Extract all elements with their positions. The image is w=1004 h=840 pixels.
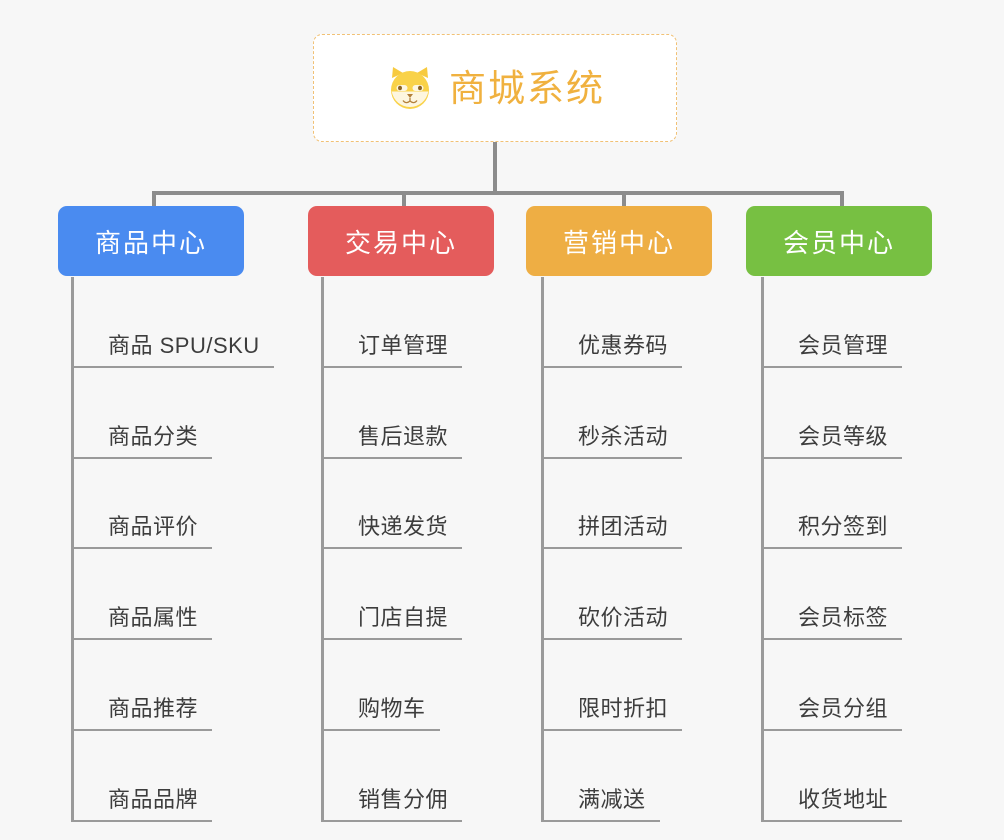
list-item[interactable]: 商品属性 [71, 549, 286, 641]
category-header-1[interactable]: 商品中心 [58, 206, 244, 276]
leaf-label: 商品分类 [71, 424, 213, 459]
category-label: 交易中心 [344, 227, 457, 258]
list-item[interactable]: 商品评价 [71, 459, 286, 550]
category-column-3: 优惠券码 秒杀活动 拼团活动 砍价活动 限时折扣 满减送 [541, 277, 721, 822]
list-item[interactable]: 优惠券码 [541, 277, 721, 368]
leaf-label: 积分签到 [761, 515, 903, 550]
list-item[interactable]: 会员等级 [761, 368, 941, 459]
leaf-label: 购物车 [321, 697, 440, 732]
category-header-4[interactable]: 会员中心 [746, 206, 932, 276]
category-label: 商品中心 [94, 227, 207, 258]
list-item[interactable]: 商品推荐 [71, 640, 286, 732]
list-item[interactable]: 快递发货 [321, 459, 501, 550]
root-title: 商城系统 [449, 67, 605, 109]
leaf-label: 商品属性 [71, 606, 213, 641]
list-item[interactable]: 商品分类 [71, 368, 286, 459]
column-spine [321, 277, 324, 822]
leaf-label: 秒杀活动 [541, 424, 683, 459]
column-spine [761, 277, 764, 822]
category-label: 会员中心 [782, 227, 895, 258]
leaf-label: 优惠券码 [541, 334, 683, 368]
list-item[interactable]: 会员标签 [761, 549, 941, 641]
list-item[interactable]: 拼团活动 [541, 459, 721, 550]
list-item[interactable]: 会员分组 [761, 640, 941, 732]
category-column-4: 会员管理 会员等级 积分签到 会员标签 会员分组 收货地址 [761, 277, 941, 822]
column-spine [71, 277, 74, 822]
leaf-label: 商品 SPU/SKU [71, 334, 274, 368]
leaf-label: 商品评价 [71, 515, 213, 550]
list-item[interactable]: 限时折扣 [541, 640, 721, 732]
leaf-label: 售后退款 [321, 424, 463, 459]
leaf-label: 门店自提 [321, 606, 463, 641]
list-item[interactable]: 销售分佣 [321, 731, 501, 822]
connector-bus [152, 191, 844, 195]
category-column-2: 订单管理 售后退款 快递发货 门店自提 购物车 销售分佣 [321, 277, 501, 822]
list-item[interactable]: 砍价活动 [541, 549, 721, 641]
leaf-label: 限时折扣 [541, 697, 683, 732]
leaf-label: 销售分佣 [321, 788, 463, 822]
list-item[interactable]: 满减送 [541, 731, 721, 822]
list-item[interactable]: 门店自提 [321, 549, 501, 641]
root-node[interactable]: 商城系统 [313, 34, 677, 142]
list-item[interactable]: 商品品牌 [71, 731, 286, 822]
list-item[interactable]: 订单管理 [321, 277, 501, 368]
list-item[interactable]: 购物车 [321, 640, 501, 732]
leaf-label: 快递发货 [321, 515, 463, 550]
category-header-2[interactable]: 交易中心 [308, 206, 494, 276]
category-label: 营销中心 [562, 227, 675, 258]
leaf-label: 商品品牌 [71, 788, 213, 822]
connector-drop-3 [622, 191, 626, 215]
list-item[interactable]: 售后退款 [321, 368, 501, 459]
leaf-label: 会员管理 [761, 334, 903, 368]
leaf-label: 订单管理 [321, 334, 463, 368]
leaf-label: 商品推荐 [71, 697, 213, 732]
leaf-label: 砍价活动 [541, 606, 683, 641]
list-item[interactable]: 商品 SPU/SKU [71, 277, 286, 368]
list-item[interactable]: 积分签到 [761, 459, 941, 550]
column-spine [541, 277, 544, 822]
list-item[interactable]: 会员管理 [761, 277, 941, 368]
leaf-label: 会员分组 [761, 697, 903, 732]
leaf-label: 会员等级 [761, 424, 903, 459]
leaf-label: 满减送 [541, 788, 660, 822]
leaf-label: 收货地址 [761, 788, 903, 822]
category-column-1: 商品 SPU/SKU 商品分类 商品评价 商品属性 商品推荐 商品品牌 [71, 277, 286, 822]
connector-drop-1 [152, 191, 156, 215]
list-item[interactable]: 收货地址 [761, 731, 941, 822]
connector-drop-4 [840, 191, 844, 215]
leaf-label: 会员标签 [761, 606, 903, 641]
shiba-dog-icon [391, 67, 429, 109]
connector-root-stem [493, 142, 497, 193]
connector-drop-2 [402, 191, 406, 215]
list-item[interactable]: 秒杀活动 [541, 368, 721, 459]
leaf-label: 拼团活动 [541, 515, 683, 550]
category-header-3[interactable]: 营销中心 [526, 206, 712, 276]
